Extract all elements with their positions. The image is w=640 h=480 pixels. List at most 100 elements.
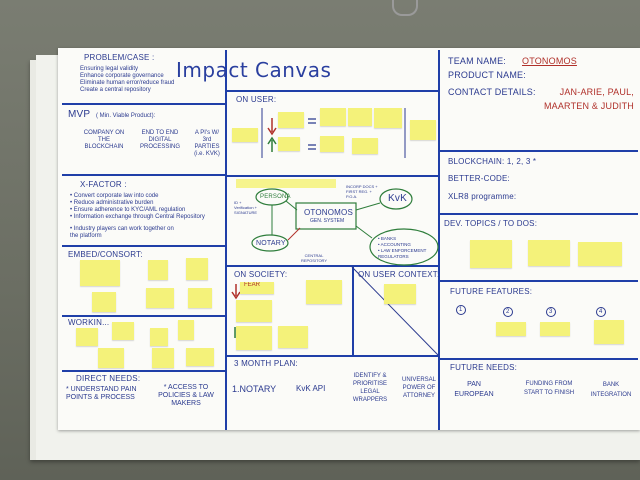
xfactor-line: • Convert corporate law into code (70, 193, 159, 199)
sticky-note (236, 326, 272, 350)
xfactor-heading: X-FACTOR : (80, 180, 127, 189)
fear-label: FEAR (244, 282, 261, 288)
team-name-label: TEAM NAME: (448, 56, 507, 66)
divider-diagram (227, 265, 438, 267)
sticky-note (470, 240, 512, 268)
diagram-center: OTONOMOS (304, 208, 354, 217)
feature-number: 3 (549, 309, 553, 315)
team-name: OTONOMOS (522, 56, 577, 66)
divider-working (62, 370, 225, 372)
feature-number: 2 (506, 309, 510, 315)
divider-future-features (440, 358, 638, 360)
diagram-left-note: ID + Verification + SIGNATURE (234, 200, 258, 215)
on-user-context-heading: ON USER CONTEXT: (358, 270, 440, 279)
on-user-heading: ON USER: (236, 95, 277, 104)
problem-line: Create a central repository (80, 87, 151, 93)
sticky-note (384, 284, 416, 304)
sticky-note (578, 242, 622, 266)
diagram-top-note: INCORP DOCS + FIRST REG. + P.O.A. (346, 184, 378, 199)
sticky-note (540, 322, 570, 336)
sticky-note (528, 240, 570, 266)
on-society-heading: ON SOCIETY: (234, 270, 288, 279)
sticky-note (178, 320, 194, 340)
future-need-item: PAN EUROPEAN (454, 381, 494, 398)
sticky-note (496, 322, 526, 336)
divider-society (227, 355, 438, 357)
divider-right-column (438, 50, 440, 430)
divider-team (440, 150, 638, 152)
xfactor-line: • Ensure adherence to KYC/AML regulation (70, 207, 186, 213)
sticky-note (348, 108, 372, 126)
mvp-step: COMPANY ON THE BLOCKCHAIN (83, 130, 125, 150)
diagram-persona: PERSONA (260, 194, 291, 200)
divider-embed (62, 315, 225, 317)
sticky-note (320, 136, 344, 152)
direct-need-item: * ACCESS TO POLICIES & LAW MAKERS (158, 384, 214, 407)
sticky-note (236, 300, 272, 322)
divider-left-column (225, 50, 227, 430)
feature-number: 4 (599, 309, 603, 315)
mvp-step: END TO END DIGITAL PROCESSING (140, 130, 181, 150)
plan-heading: 3 MONTH PLAN: (234, 359, 298, 368)
devtopics-heading: DEV. TOPICS / TO DOS: (444, 219, 538, 228)
direct-need-item: * UNDERSTAND PAIN POINTS & PROCESS (66, 386, 137, 401)
embed-heading: EMBED/CONSORT: (68, 250, 143, 259)
mvp-subheading: ( Min. Viable Product): (96, 113, 156, 119)
future-need-item: BANK INTEGRATION (590, 382, 632, 398)
divider-on-user (227, 175, 438, 177)
xfactor-line: the platform (70, 233, 102, 239)
direct-needs-heading: DIRECT NEEDS: (76, 374, 141, 383)
xlr8-label: XLR8 programme: (448, 192, 517, 201)
divider-xfactor (62, 245, 225, 247)
sticky-note (150, 328, 168, 346)
problem-heading: PROBLEM/CASE : (84, 53, 155, 62)
sticky-note (352, 138, 378, 154)
sticky-note (278, 112, 304, 128)
sticky-note (92, 292, 116, 312)
xfactor-line: • Industry players can work together on (70, 226, 174, 232)
sticky-note (188, 288, 212, 308)
diagram-center-sub: GEN. SYSTEM (310, 218, 345, 224)
feature-number: 1 (459, 307, 463, 313)
plan-item: 1.NOTARY (232, 384, 277, 394)
sticky-note (374, 108, 402, 128)
sticky-note (232, 128, 258, 142)
plan-item: UNIVERSAL POWER OF ATTORNEY (401, 377, 436, 399)
diagram-notary: NOTARY (256, 240, 286, 247)
sticky-note (146, 288, 174, 308)
page-title: Impact Canvas (176, 58, 332, 82)
better-code-label: BETTER-CODE: (448, 174, 510, 183)
sticky-note (306, 280, 342, 304)
divider-society-context (352, 267, 354, 355)
mvp-step: A PI's W/ 3rd PARTIES (i.e. KVK) (194, 130, 220, 157)
plan-item: IDENTIFY & PRIORITISE LEGAL WRAPPERS (352, 373, 388, 403)
problem-line: Eliminate human error/reduce fraud (80, 80, 175, 86)
plan-item: KvK API (296, 384, 326, 393)
diagram-repository: CENTRAL REPOSITORY (300, 253, 328, 263)
divider-problem (62, 103, 225, 105)
metal-clip (392, 0, 418, 16)
sticky-note: FEAR (240, 282, 274, 294)
diagram-bank: • LAW ENFORCEMENT (378, 248, 427, 253)
future-need-item: FUNDING FROM START TO FINISH (523, 381, 575, 396)
divider-blockchain (440, 213, 638, 215)
contact-label: CONTACT DETAILS: (448, 87, 536, 97)
working-heading: WORKIN... (68, 318, 110, 327)
divider-mvp (62, 174, 225, 176)
diagram-bank: REGULATORS (378, 254, 409, 259)
xfactor-line: • Reduce administrative burden (70, 200, 154, 206)
sticky-note (148, 260, 168, 280)
sticky-note (186, 258, 208, 280)
future-needs-heading: FUTURE NEEDS: (450, 363, 518, 372)
divider-title (227, 90, 438, 92)
sticky-note (320, 108, 346, 126)
diagram-bank: • BANKS (378, 236, 397, 241)
sticky-note (594, 320, 624, 344)
problem-line: Enhance corporate governance (80, 73, 164, 79)
contact-names: JAN-ARIE, PAUL, MAARTEN & JUDITH (543, 87, 634, 111)
blockchain-heading: BLOCKCHAIN: 1, 2, 3 * (448, 157, 537, 166)
sticky-note (112, 322, 134, 340)
sticky-note (278, 137, 300, 151)
xfactor-line: • Information exchange through Central R… (70, 214, 205, 220)
